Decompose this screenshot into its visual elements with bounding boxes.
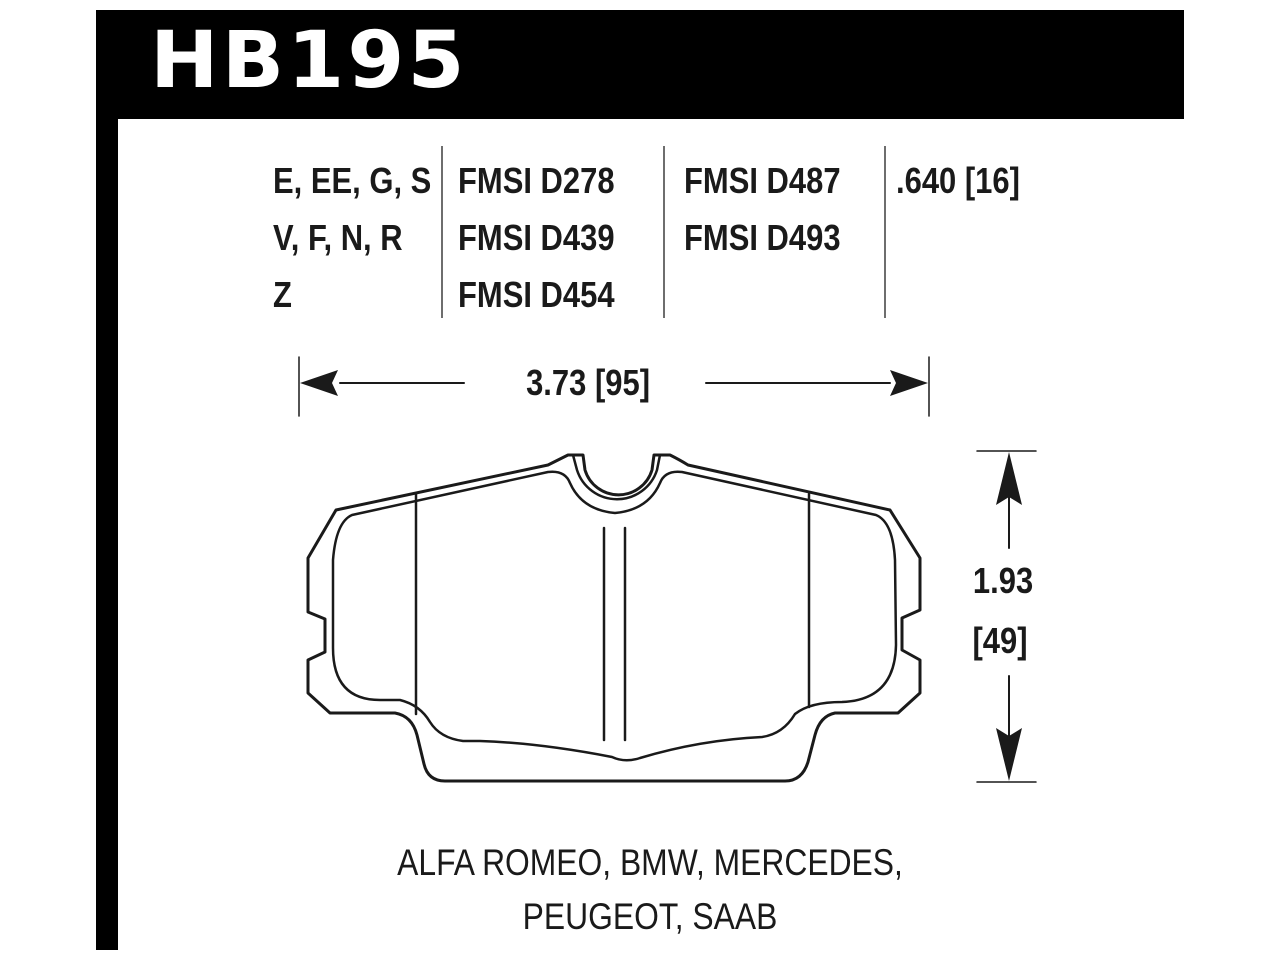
arrow-up-icon [996,452,1022,505]
height-dimension-label-in: 1.93 [972,560,1034,601]
friction-material-outline [331,470,898,762]
fmsi-code: FMSI D454 [458,274,615,315]
arrow-right-icon [890,370,928,396]
fmsi-list-1: FMSI D278 FMSI D439 FMSI D454 [458,152,615,323]
dimension-arrowheads [300,370,1022,781]
thickness-value: .640 [16] [896,160,1020,201]
applications-line-1: ALFA ROMEO, BMW, MERCEDES, [397,842,903,883]
mounting-notch [571,453,662,501]
arrow-left-icon [300,370,338,396]
height-dimension-label-mm: [49] [972,620,1028,661]
width-dimension-label: 3.73 [95] [526,362,651,403]
column-divider [441,146,443,318]
compound-line: Z [273,274,292,315]
left-border-bar [96,10,118,950]
column-divider [663,146,665,318]
fmsi-code: FMSI D439 [458,217,615,258]
fmsi-code: FMSI D278 [458,160,615,201]
width-dimension [298,356,930,417]
arrow-down-icon [996,728,1022,781]
backing-plate-outline [306,453,922,783]
height-dimension [976,450,1037,783]
compound-line: E, EE, G, S [273,160,432,201]
fmsi-code: FMSI D493 [684,217,841,258]
compound-line: V, F, N, R [273,217,403,258]
thickness-spec: .640 [16] [896,152,1020,209]
compound-list: E, EE, G, S V, F, N, R Z [273,152,431,323]
part-number-title: HB195 [150,16,468,106]
column-divider [884,146,886,318]
header-bar [96,10,1184,119]
fmsi-code: FMSI D487 [684,160,841,201]
applications-line-2: PEUGEOT, SAAB [522,896,778,937]
fmsi-list-2: FMSI D487 FMSI D493 [684,152,841,266]
